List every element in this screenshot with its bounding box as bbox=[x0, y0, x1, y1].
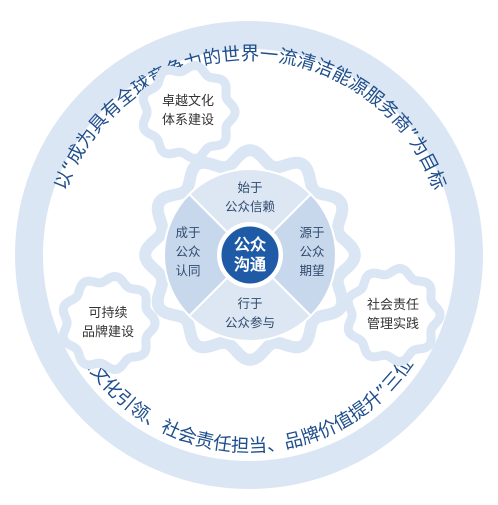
quadrant-right bbox=[271, 192, 337, 318]
quadrant-bottom bbox=[187, 276, 313, 342]
quadrant-top-line1: 始于 bbox=[237, 180, 262, 195]
gear-social-line2: 管理实践 bbox=[367, 317, 419, 332]
quadrant-right-line1: 源于 bbox=[299, 225, 324, 240]
center-line2: 沟通 bbox=[234, 255, 266, 274]
quadrant-left-line3: 认同 bbox=[175, 263, 200, 278]
quadrant-top-line2: 公众信赖 bbox=[225, 199, 276, 214]
quadrant-top bbox=[187, 168, 313, 234]
gear-brand-shape bbox=[58, 272, 160, 374]
gear-culture-line2: 体系建设 bbox=[162, 113, 214, 128]
central-gear: 始于 公众信赖 源于 公众 期望 行于 公众参与 成于 公众 认同 公众 沟通 bbox=[139, 144, 361, 366]
quadrant-left-line2: 公众 bbox=[175, 244, 200, 259]
quadrant-bottom-line2: 公众参与 bbox=[225, 315, 275, 330]
gear-social: 社会责任 管理实践 bbox=[343, 264, 445, 366]
gear-brand-line1: 可持续 bbox=[88, 306, 127, 321]
gear-culture-line1: 卓越文化 bbox=[162, 94, 214, 109]
gear-brand-line2: 品牌建设 bbox=[82, 324, 134, 340]
gear-social-shape bbox=[343, 264, 445, 366]
gear-culture: 卓越文化 体系建设 bbox=[138, 61, 240, 163]
quadrant-bottom-line1: 行于 bbox=[237, 296, 262, 311]
quadrant-left-line1: 成于 bbox=[175, 225, 200, 240]
quadrant-left bbox=[163, 192, 229, 318]
center-line1: 公众 bbox=[234, 235, 267, 254]
gear-brand: 可持续 品牌建设 bbox=[58, 272, 160, 374]
quadrant-right-line3: 期望 bbox=[299, 263, 324, 278]
outer-ring bbox=[15, 21, 483, 489]
quadrant-right-line2: 公众 bbox=[299, 244, 324, 259]
center-circle bbox=[218, 223, 282, 287]
gear-social-line1: 社会责任 bbox=[367, 297, 419, 313]
gear-culture-shape bbox=[138, 61, 240, 163]
